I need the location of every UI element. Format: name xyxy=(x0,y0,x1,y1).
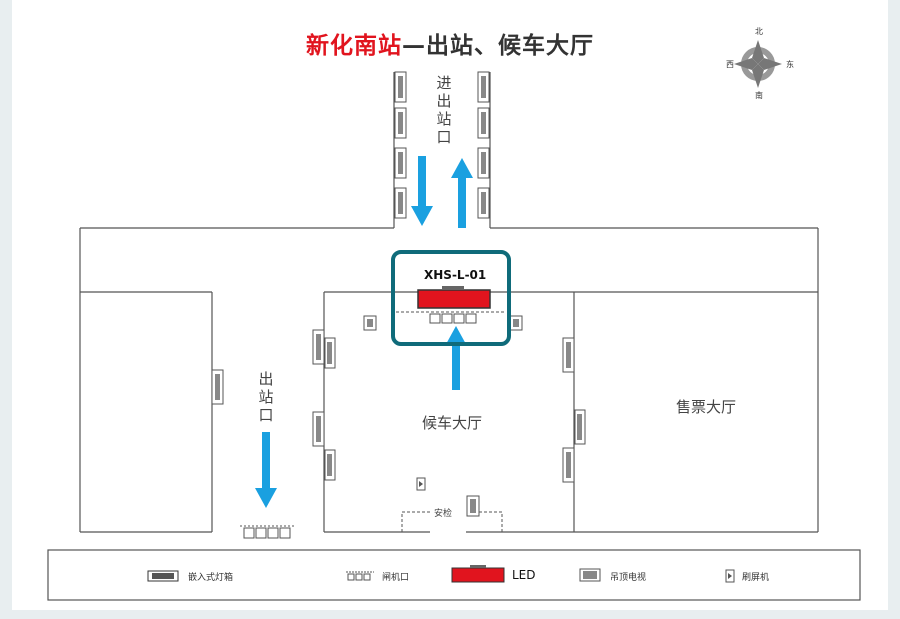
legend-led-label: LED xyxy=(512,568,536,582)
arrow-in-head xyxy=(411,206,433,226)
page-title: 新化南站—出站、候车大厅 xyxy=(12,26,888,60)
title-rest: —出站、候车大厅 xyxy=(402,33,594,59)
legend-icons xyxy=(147,565,735,583)
top-gates xyxy=(429,313,477,324)
hall-lightbox-cores xyxy=(215,334,582,478)
arrow-hall-shaft xyxy=(452,344,460,390)
legend-led-icon xyxy=(451,567,505,583)
compass-south: 南 xyxy=(755,91,763,100)
entrance-exit-label: 进出站口 xyxy=(436,74,452,146)
highlight-box-frame xyxy=(391,250,511,346)
floor-plan-stage: 新化南站—出站、候车大厅 北 南 西 东 进出站口 出站口 候车大厅 售票大厅 … xyxy=(12,0,888,610)
legend-gate-label: 闸机口 xyxy=(382,573,410,583)
legend-lightbox-label: 嵌入式灯箱 xyxy=(188,573,234,583)
legend-gate-icon xyxy=(347,573,355,581)
led-mount xyxy=(442,286,464,290)
arrow-hall-head xyxy=(445,326,467,346)
compass-north: 北 xyxy=(755,27,763,36)
legend-screen-machine-label: 刷屏机 xyxy=(742,573,770,583)
flow-arrows xyxy=(255,156,473,508)
arrow-exit-shaft xyxy=(262,432,270,490)
highlight-box-id: XHS-L-01 xyxy=(424,268,487,282)
waiting-hall-label: 候车大厅 xyxy=(422,414,483,432)
exit-gates xyxy=(243,527,291,539)
exit-label: 出站口 xyxy=(258,370,274,424)
security-check-label: 安检 xyxy=(434,509,453,519)
screen-machine-glyph xyxy=(419,481,423,487)
security-area xyxy=(401,511,503,532)
legend-tv-label: 吊顶电视 xyxy=(610,573,647,583)
ceiling-tvs xyxy=(363,315,523,331)
compass-rose xyxy=(734,40,782,88)
arrow-out-shaft xyxy=(458,176,466,228)
corridor-lightbox-cores xyxy=(398,76,486,214)
floor-plan-svg xyxy=(47,40,861,601)
compass-west: 西 xyxy=(726,60,734,69)
ticket-hall-label: 售票大厅 xyxy=(676,398,737,416)
compass-east: 东 xyxy=(786,60,794,69)
arrow-exit-head xyxy=(255,488,277,508)
arrow-out-head xyxy=(451,158,473,178)
arrow-in-shaft xyxy=(418,156,426,208)
led-screen xyxy=(417,289,491,309)
security-scanner-core xyxy=(470,499,476,513)
title-highlight: 新化南站 xyxy=(306,33,402,59)
